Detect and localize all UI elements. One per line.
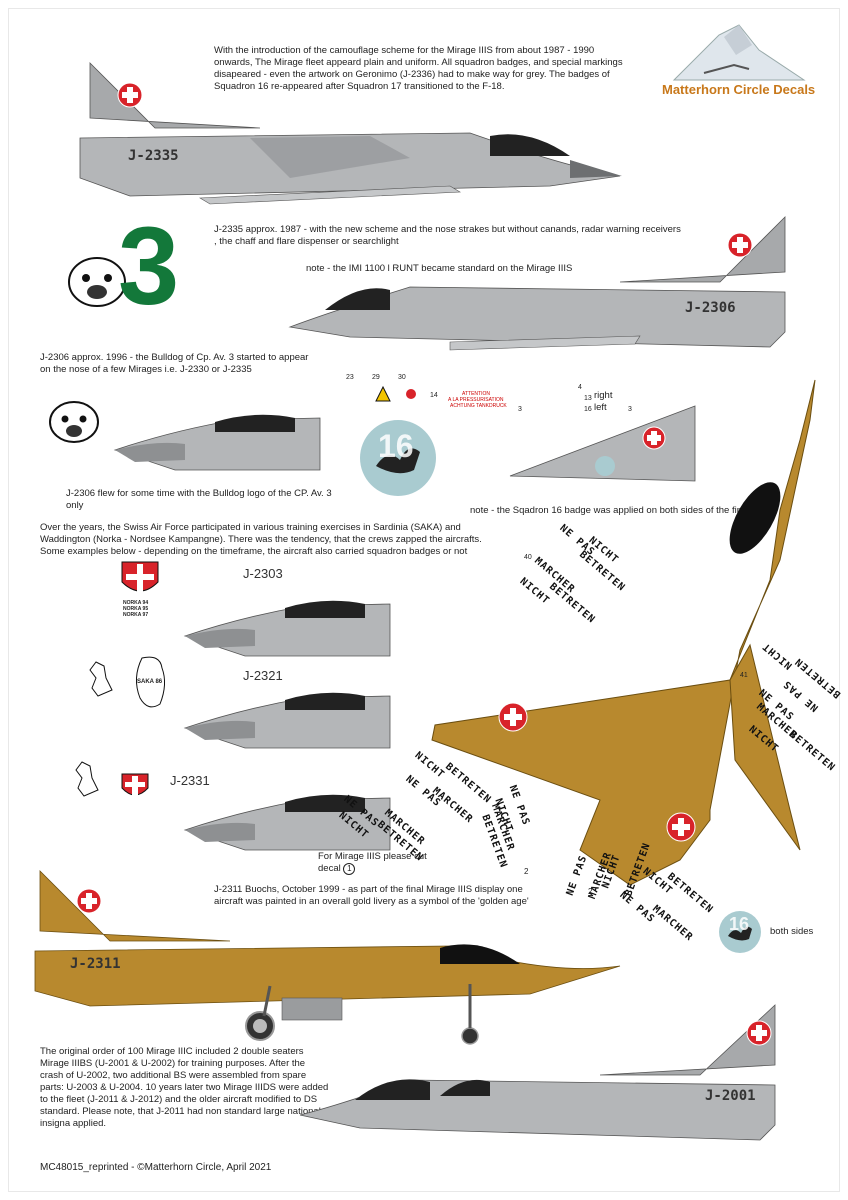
aircraft-j2001-side bbox=[299, 1004, 776, 1141]
squadron-16-badge-icon bbox=[360, 420, 436, 496]
aircraft-j2335-side bbox=[79, 62, 622, 205]
sardinia-map-icon bbox=[136, 656, 166, 708]
swiss-roundel-icon bbox=[117, 82, 143, 108]
intro-text: With the introduction of the camouflage … bbox=[214, 45, 623, 92]
serial-j2335: J-2335 bbox=[128, 148, 179, 164]
stencil-right: right bbox=[594, 390, 613, 401]
caption-j2306: J-2306 approx. 1996 - the Bulldog of Cp.… bbox=[40, 352, 309, 375]
fin-with-badge bbox=[509, 405, 696, 482]
training-text: Over the years, the Swiss Air Force part… bbox=[40, 522, 482, 557]
bulldog-icon bbox=[49, 401, 99, 443]
stencil-13: 13 bbox=[584, 395, 592, 402]
both-sides-label: both sides bbox=[770, 926, 814, 937]
stencil-pressurisation: A LA PRESSURISATION bbox=[448, 397, 504, 403]
aircraft-j2311-side bbox=[34, 870, 621, 1045]
nose-section-j2321 bbox=[183, 692, 391, 749]
fin-note: note - the Sqadron 16 badge was applied … bbox=[470, 505, 745, 516]
bulldog-caption: J-2306 flew for some time with the Bulld… bbox=[66, 488, 332, 511]
stencil-40: 40 bbox=[524, 554, 532, 561]
aircraft-j2311-top bbox=[431, 379, 816, 886]
red-dot-icon bbox=[406, 389, 416, 399]
cut-decal-note: For Mirage IIIS please cut decal 1 bbox=[318, 851, 428, 875]
nose-section-j2306 bbox=[113, 414, 321, 471]
serial-j2311: J-2311 bbox=[70, 956, 121, 972]
nose-j2321-label: J-2321 bbox=[243, 668, 283, 683]
serial-j2306: J-2306 bbox=[685, 300, 736, 316]
stencil-14: 14 bbox=[430, 392, 438, 399]
squadron-16-badge-icon bbox=[719, 911, 761, 953]
norka-shield-icon bbox=[121, 561, 159, 594]
nose-j2331-label: J-2331 bbox=[170, 773, 210, 788]
matterhorn-mountain-icon bbox=[672, 24, 806, 81]
norka-95: NORKA 95 bbox=[123, 606, 149, 612]
caption-j2311: J-2311 Buochs, October 1999 - as part of… bbox=[214, 884, 529, 907]
stencil-16: 16 bbox=[584, 406, 592, 413]
stencil-2a: 2 bbox=[524, 867, 529, 876]
aircraft-j2306-side bbox=[288, 216, 786, 351]
stencil-attention: ATTENTION bbox=[462, 391, 490, 397]
squadron-number-3: 3 bbox=[118, 205, 180, 328]
stencil-2b: 2 bbox=[588, 887, 593, 896]
norka-94: NORKA 94 bbox=[123, 600, 149, 606]
stencil-4: 4 bbox=[578, 384, 582, 391]
saka-label: SAKA 86 bbox=[137, 679, 163, 685]
nose-section-j2303 bbox=[183, 600, 391, 657]
stencil-30: 30 bbox=[398, 374, 406, 381]
bulldog-icon bbox=[68, 257, 126, 307]
norka-97: NORKA 97 bbox=[123, 612, 149, 618]
swiss-roundel-icon bbox=[746, 1020, 772, 1046]
swiss-roundel-icon bbox=[666, 812, 696, 842]
stencil-29: 29 bbox=[372, 374, 380, 381]
stencil-achtung: ACHTUNG TANKDRUCK bbox=[450, 403, 507, 409]
cut-decal-text: For Mirage IIIS please cut decal bbox=[318, 851, 427, 874]
swiss-roundel-icon bbox=[642, 426, 666, 450]
stencil-3a: 3 bbox=[518, 406, 522, 413]
warning-triangle-icon bbox=[375, 385, 391, 402]
badge-both-sides-number: 16 bbox=[729, 914, 750, 934]
footer-text: MC48015_reprinted - ©Matterhorn Circle, … bbox=[40, 1162, 272, 1173]
nose-j2303-label: J-2303 bbox=[243, 566, 283, 581]
nose-section-j2331 bbox=[183, 794, 391, 851]
swiss-roundel-icon bbox=[76, 888, 102, 914]
uk-map-icon bbox=[89, 661, 113, 697]
caption-j2335: J-2335 approx. 1987 - with the new schem… bbox=[214, 224, 681, 247]
swiss-roundel-icon bbox=[727, 232, 753, 258]
norka-shield-icon bbox=[121, 773, 149, 796]
cut-decal-number: 1 bbox=[343, 863, 356, 875]
stencil-41: 41 bbox=[740, 672, 748, 679]
caption-j2001: The original order of 100 Mirage IIIC in… bbox=[40, 1046, 329, 1129]
squadron-16-number: 16 bbox=[378, 428, 414, 464]
stencil-23: 23 bbox=[346, 374, 354, 381]
uk-map-icon bbox=[75, 761, 99, 797]
page-frame bbox=[8, 8, 840, 1192]
swiss-roundel-icon bbox=[498, 702, 528, 732]
stencil-left: left bbox=[594, 402, 607, 413]
logo-text: Matterhorn Circle Decals bbox=[662, 82, 816, 97]
serial-j2001: J-2001 bbox=[705, 1088, 756, 1104]
note-imi: note - the IMI 1100 l RUNT became standa… bbox=[306, 263, 573, 274]
stencil-3b: 3 bbox=[628, 406, 632, 413]
